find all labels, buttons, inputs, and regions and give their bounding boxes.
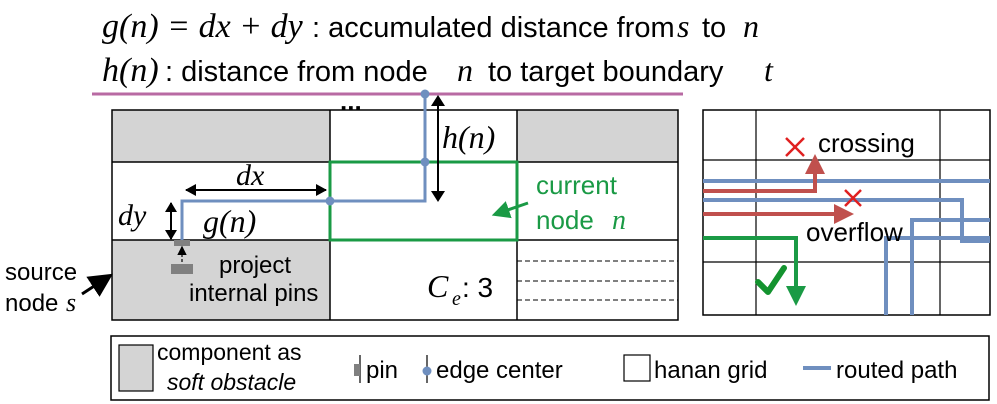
legend-component-2: soft obstacle xyxy=(167,369,296,395)
current-node-var: n xyxy=(612,205,626,236)
g-formula: g(n) = dx + dy xyxy=(102,8,304,45)
pin-legend-icon xyxy=(354,364,360,376)
valid-path xyxy=(703,236,806,306)
current-node-label-1: current xyxy=(536,170,618,200)
dx-label: dx xyxy=(236,159,265,192)
component-swatch xyxy=(118,344,154,392)
source-node-label-2: node xyxy=(5,290,58,317)
g-to-word: to xyxy=(702,12,726,44)
h-label: h(n) xyxy=(442,119,495,155)
h-description: : distance from node xyxy=(165,56,428,88)
g-label: g(n) xyxy=(203,203,256,239)
capacity-var: C xyxy=(427,268,449,304)
g-source-var: s xyxy=(677,8,689,44)
grid-border xyxy=(111,109,679,321)
h-target-var: t xyxy=(764,52,774,88)
h-formula: h(n) xyxy=(102,52,159,89)
legend-component-1: component as xyxy=(157,339,301,365)
dy-label: dy xyxy=(118,199,147,232)
routing-example: crossing overflow xyxy=(702,109,991,316)
legend-pin: pin xyxy=(366,357,398,384)
project-label-1: project xyxy=(219,252,291,279)
source-node-arrow xyxy=(81,273,114,297)
edge-center-dot xyxy=(325,196,335,206)
hanan-grid-legend-icon xyxy=(623,354,651,382)
legend-hanan-grid: hanan grid xyxy=(654,357,767,384)
edge-center-dot xyxy=(420,157,430,167)
obstacle-top-right xyxy=(517,110,678,162)
cross-icon xyxy=(785,137,805,157)
obstacle-top-left xyxy=(112,110,330,162)
internal-pin xyxy=(171,264,193,274)
main-grid: ... h(n) dx dy g(n) current node n xyxy=(5,86,679,321)
source-node-label-1: source xyxy=(5,259,77,286)
edge-center-legend-icon xyxy=(422,366,432,376)
capacity-value: : 3 xyxy=(462,272,493,303)
g-description: : accumulated distance from xyxy=(312,12,675,44)
routed-path-existing xyxy=(884,236,990,315)
current-node-arrow xyxy=(491,201,529,219)
capacity-sub: e xyxy=(452,288,461,310)
overflow-label: overflow xyxy=(806,217,903,247)
current-node-label-2: node xyxy=(536,205,594,235)
legend: component as soft obstacle pin edge cent… xyxy=(110,335,990,401)
check-icon xyxy=(755,265,787,295)
h-node-var: n xyxy=(457,52,473,88)
legend-box xyxy=(110,335,990,401)
edge-center-dot xyxy=(420,89,430,99)
cross-icon xyxy=(844,189,862,207)
source-node-var: s xyxy=(66,288,76,317)
h-to-word: to target boundary xyxy=(488,56,724,88)
routed-path-existing xyxy=(910,218,990,315)
ellipsis-text: ... xyxy=(340,86,362,116)
legend-routed-path: routed path xyxy=(836,357,957,384)
crossing-label: crossing xyxy=(818,128,915,158)
capacity-dashes xyxy=(517,260,678,301)
formula-g-line: g(n) = dx + dy : accumulated distance fr… xyxy=(102,8,759,45)
legend-edge-center: edge center xyxy=(436,357,563,384)
project-label-2: internal pins xyxy=(189,280,318,307)
pin-marker xyxy=(174,240,190,246)
formula-h-line: h(n) : distance from node n to target bo… xyxy=(102,52,774,89)
crossing-path xyxy=(703,154,825,193)
g-node-var: n xyxy=(743,8,759,44)
obstacle-source xyxy=(112,240,330,320)
